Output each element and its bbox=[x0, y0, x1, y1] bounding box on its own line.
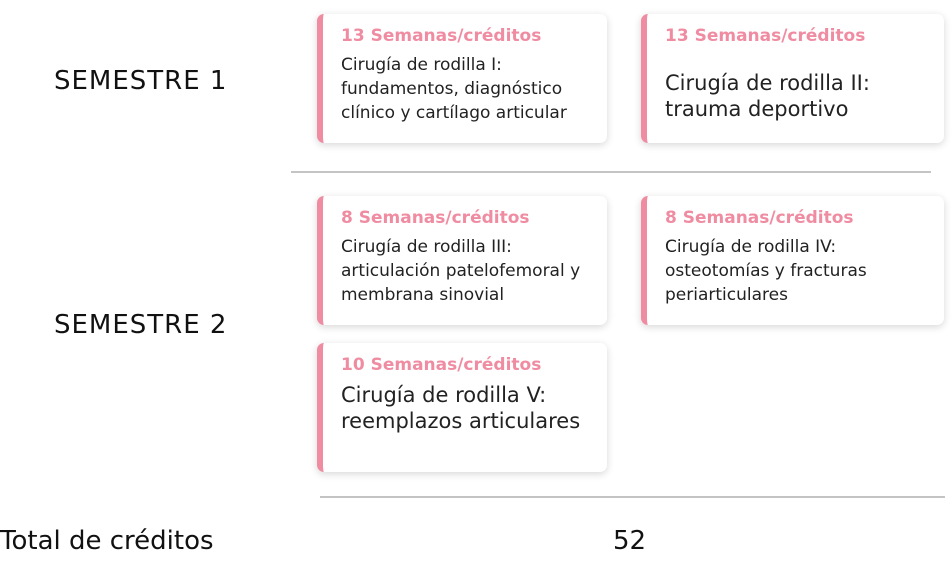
semester-1-label: SEMESTRE 1 bbox=[54, 66, 228, 96]
total-divider bbox=[320, 496, 945, 498]
course-title: Cirugía de rodilla II: trauma deportivo bbox=[665, 71, 870, 121]
semester-divider bbox=[291, 171, 931, 173]
course-weeks: 13 Semanas/créditos bbox=[665, 26, 866, 46]
course-card-2: 13 Semanas/créditos Cirugía de rodilla I… bbox=[641, 14, 944, 143]
course-card-3: 8 Semanas/créditos Cirugía de rodilla II… bbox=[317, 196, 607, 325]
course-weeks: 8 Semanas/créditos bbox=[341, 208, 530, 228]
course-title: Cirugía de rodilla V: reemplazos articul… bbox=[341, 383, 581, 433]
course-card-5: 10 Semanas/créditos Cirugía de rodilla V… bbox=[317, 343, 607, 472]
total-credits-value: 52 bbox=[613, 526, 647, 556]
course-title: Cirugía de rodilla III: articulación pat… bbox=[341, 237, 581, 305]
course-weeks: 8 Semanas/créditos bbox=[665, 208, 854, 228]
course-title: Cirugía de rodilla IV: osteotomías y fra… bbox=[665, 237, 867, 305]
course-weeks: 13 Semanas/créditos bbox=[341, 26, 542, 46]
semester-2-label: SEMESTRE 2 bbox=[54, 310, 228, 340]
course-card-4: 8 Semanas/créditos Cirugía de rodilla IV… bbox=[641, 196, 944, 325]
total-credits-label: Total de créditos bbox=[0, 526, 214, 556]
course-card-1: 13 Semanas/créditos Cirugía de rodilla I… bbox=[317, 14, 607, 143]
course-title: Cirugía de rodilla I: fundamentos, diagn… bbox=[341, 55, 567, 123]
course-weeks: 10 Semanas/créditos bbox=[341, 355, 542, 375]
